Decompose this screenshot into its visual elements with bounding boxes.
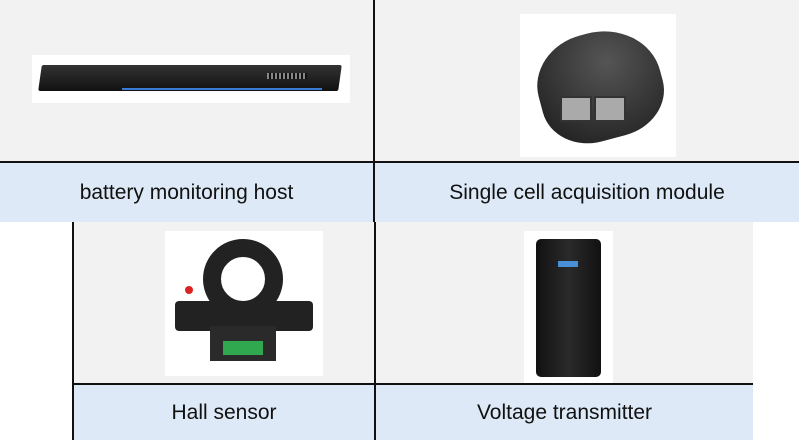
hall-sensor-image	[165, 231, 323, 376]
image-cell-hall-sensor	[74, 222, 374, 384]
image-cell-module	[375, 0, 799, 162]
column-divider	[373, 0, 375, 222]
battery-monitoring-host-image	[32, 55, 350, 103]
label-hall-sensor: Hall sensor	[74, 385, 374, 440]
label-voltage-transmitter: Voltage transmitter	[376, 385, 753, 440]
table-left-border	[72, 222, 74, 440]
label-battery-monitoring-host: battery monitoring host	[0, 163, 373, 222]
image-cell-voltage-transmitter	[376, 222, 753, 384]
voltage-transmitter-image	[524, 231, 613, 384]
row-divider	[72, 383, 753, 385]
label-single-cell-acquisition-module: Single cell acquisition module	[375, 163, 799, 222]
image-cell-host	[0, 0, 374, 162]
row-divider	[0, 161, 799, 163]
column-divider	[374, 222, 376, 440]
single-cell-acquisition-module-image	[520, 14, 676, 157]
